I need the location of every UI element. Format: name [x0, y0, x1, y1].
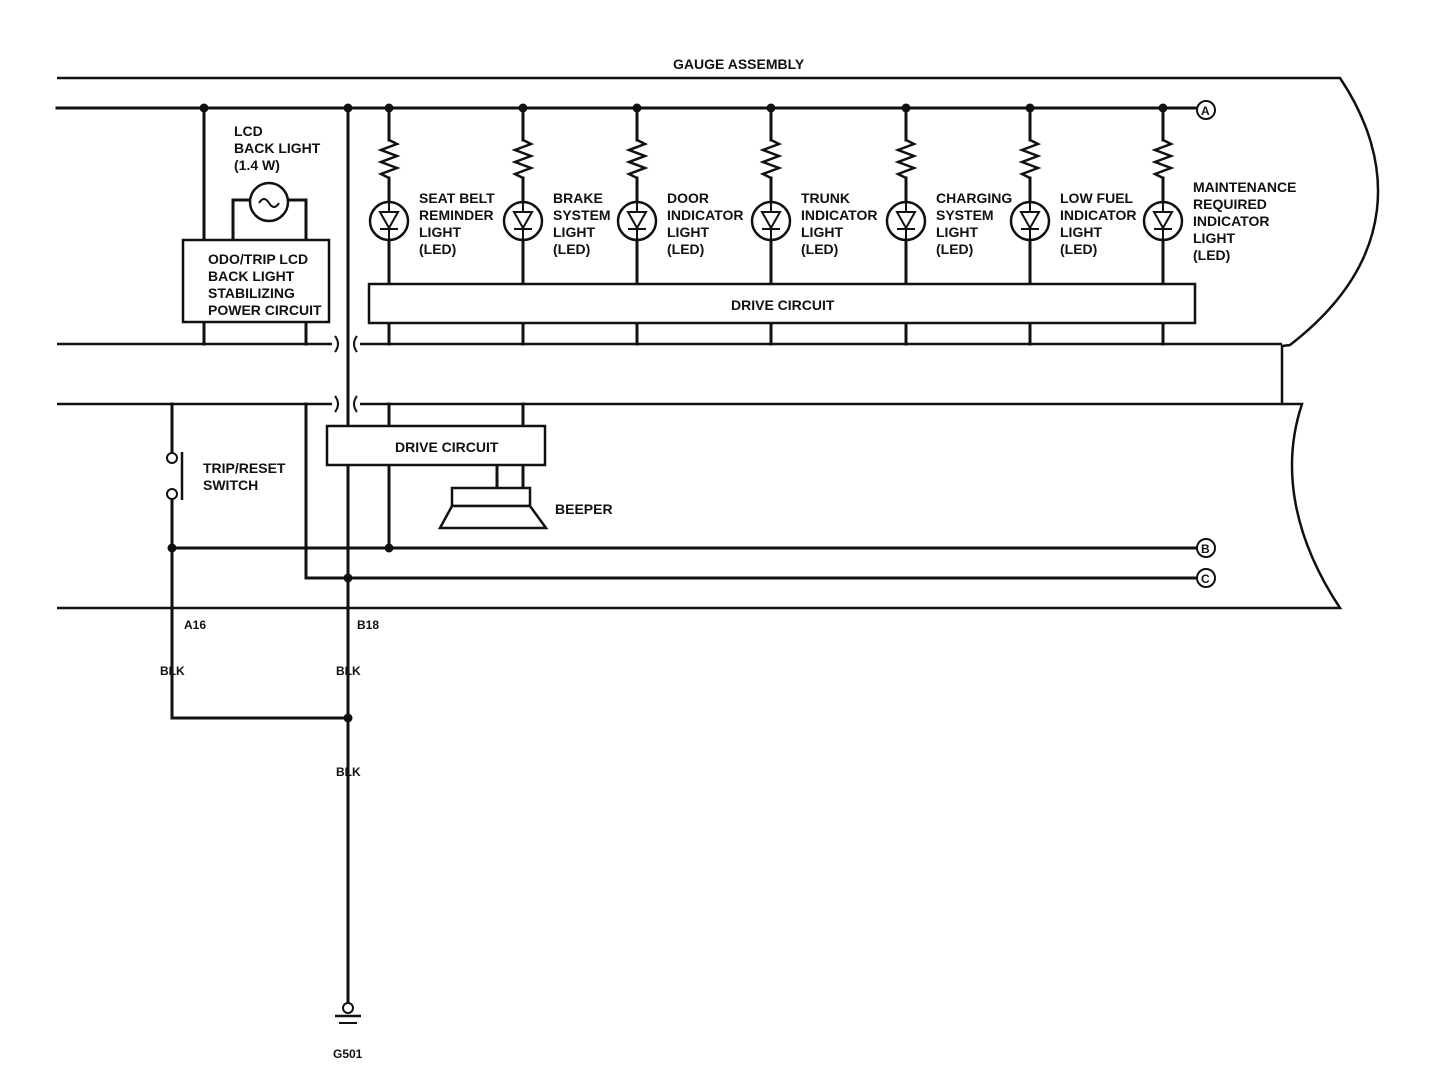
- led-label-line: BRAKE: [553, 190, 603, 206]
- stabilizer-label-line-4: POWER CIRCUIT: [208, 302, 322, 318]
- switch-label-line-1: TRIP/RESET: [203, 460, 286, 476]
- power-bus-a: [55, 103, 1198, 113]
- lcd-label-line-3: (1.4 W): [234, 157, 280, 173]
- beeper-circuit: [325, 402, 549, 550]
- wire-color-right: BLK: [336, 664, 361, 678]
- led-label-line: LIGHT: [419, 224, 461, 240]
- lcd-label-line-1: LCD: [234, 123, 263, 139]
- ground-symbol: [335, 1002, 361, 1024]
- terminal-a: A: [1196, 100, 1216, 120]
- resistor: [377, 138, 401, 180]
- gauge-assembly-title: GAUGE ASSEMBLY: [673, 56, 805, 72]
- led-label-line: INDICATOR: [667, 207, 743, 223]
- connector-b18: B18: [357, 618, 379, 632]
- led-label-line: (LED): [936, 241, 973, 257]
- terminal-a-label: A: [1201, 104, 1210, 118]
- led-branch: [368, 106, 410, 346]
- led-branch: [1142, 106, 1184, 346]
- internal-bus-lines: [57, 335, 1282, 413]
- drive-circuit-bottom-label: DRIVE CIRCUIT: [395, 439, 499, 455]
- terminal-b-label: B: [1201, 542, 1210, 556]
- led-label-line: LIGHT: [1060, 224, 1102, 240]
- led-label-line: MAINTENANCE: [1193, 179, 1296, 195]
- beeper-body: [450, 486, 532, 508]
- led-branch: [1009, 106, 1051, 346]
- ground-trunk: [343, 106, 353, 1005]
- wire-color-left: BLK: [160, 664, 185, 678]
- led-label-line: TRUNK: [801, 190, 850, 206]
- led-label-line: LIGHT: [553, 224, 595, 240]
- led-label-line: (LED): [667, 241, 704, 257]
- stabilizer-label: ODO/TRIP LCD BACK LIGHT STABILIZING POWE…: [208, 251, 322, 318]
- lcd-backlight-label: LCD BACK LIGHT (1.4 W): [234, 123, 321, 173]
- connector-a16: A16: [184, 618, 206, 632]
- led-label-line: INDICATOR: [1193, 213, 1269, 229]
- switch-label-line-2: SWITCH: [203, 477, 258, 493]
- led-branch: [885, 106, 927, 346]
- stabilizing-power-circuit-box: [181, 238, 331, 324]
- led-label-line: DOOR: [667, 190, 709, 206]
- led-label-line: SEAT BELT: [419, 190, 495, 206]
- led-label-line: (LED): [801, 241, 838, 257]
- beeper-cone: [437, 504, 549, 530]
- bus-b: [167, 538, 1216, 558]
- resistor: [1151, 138, 1175, 180]
- beeper-label: BEEPER: [555, 501, 613, 517]
- drive-circuit-bottom-box: [325, 424, 547, 467]
- led-label-line: CHARGING: [936, 190, 1012, 206]
- led-label-line: LIGHT: [801, 224, 843, 240]
- led-label-line: INDICATOR: [801, 207, 877, 223]
- led-label-line: LOW FUEL: [1060, 190, 1134, 206]
- led-branch: [502, 106, 544, 346]
- bus-c: [304, 402, 1216, 588]
- resistor: [511, 138, 535, 180]
- lcd-label-line-2: BACK LIGHT: [234, 140, 321, 156]
- led-label-line: (LED): [553, 241, 590, 257]
- led-label-line: INDICATOR: [1060, 207, 1136, 223]
- led-label-line: (LED): [1060, 241, 1097, 257]
- ground-label: G501: [333, 1047, 363, 1061]
- resistor: [625, 138, 649, 180]
- lcd-backlight-circuit: [181, 106, 331, 346]
- led-label-line: REMINDER: [419, 207, 494, 223]
- gauge-assembly-outline: [57, 76, 1380, 610]
- resistor: [894, 138, 918, 180]
- stabilizer-label-line-3: STABILIZING: [208, 285, 295, 301]
- led-branch: [616, 106, 658, 346]
- led-label-line: (LED): [1193, 247, 1230, 263]
- drive-circuit-top-label: DRIVE CIRCUIT: [731, 297, 835, 313]
- led-label-line: LIGHT: [667, 224, 709, 240]
- led-branches: SEAT BELTREMINDERLIGHT(LED)BRAKESYSTEMLI…: [368, 106, 1296, 346]
- led-label-line: SYSTEM: [936, 207, 994, 223]
- led-label-line: LIGHT: [936, 224, 978, 240]
- trip-reset-switch: [166, 402, 350, 720]
- resistor: [759, 138, 783, 180]
- resistor: [1018, 138, 1042, 180]
- led-label-line: LIGHT: [1193, 230, 1235, 246]
- wire-color-lower: BLK: [336, 765, 361, 779]
- stabilizer-label-line-1: ODO/TRIP LCD: [208, 251, 308, 267]
- drive-circuit-top-box: [367, 282, 1197, 325]
- led-branch: [750, 106, 792, 346]
- led-label-line: REQUIRED: [1193, 196, 1267, 212]
- terminal-c-label: C: [1201, 572, 1210, 586]
- led-label-line: SYSTEM: [553, 207, 611, 223]
- led-label-line: (LED): [419, 241, 456, 257]
- stabilizer-label-line-2: BACK LIGHT: [208, 268, 295, 284]
